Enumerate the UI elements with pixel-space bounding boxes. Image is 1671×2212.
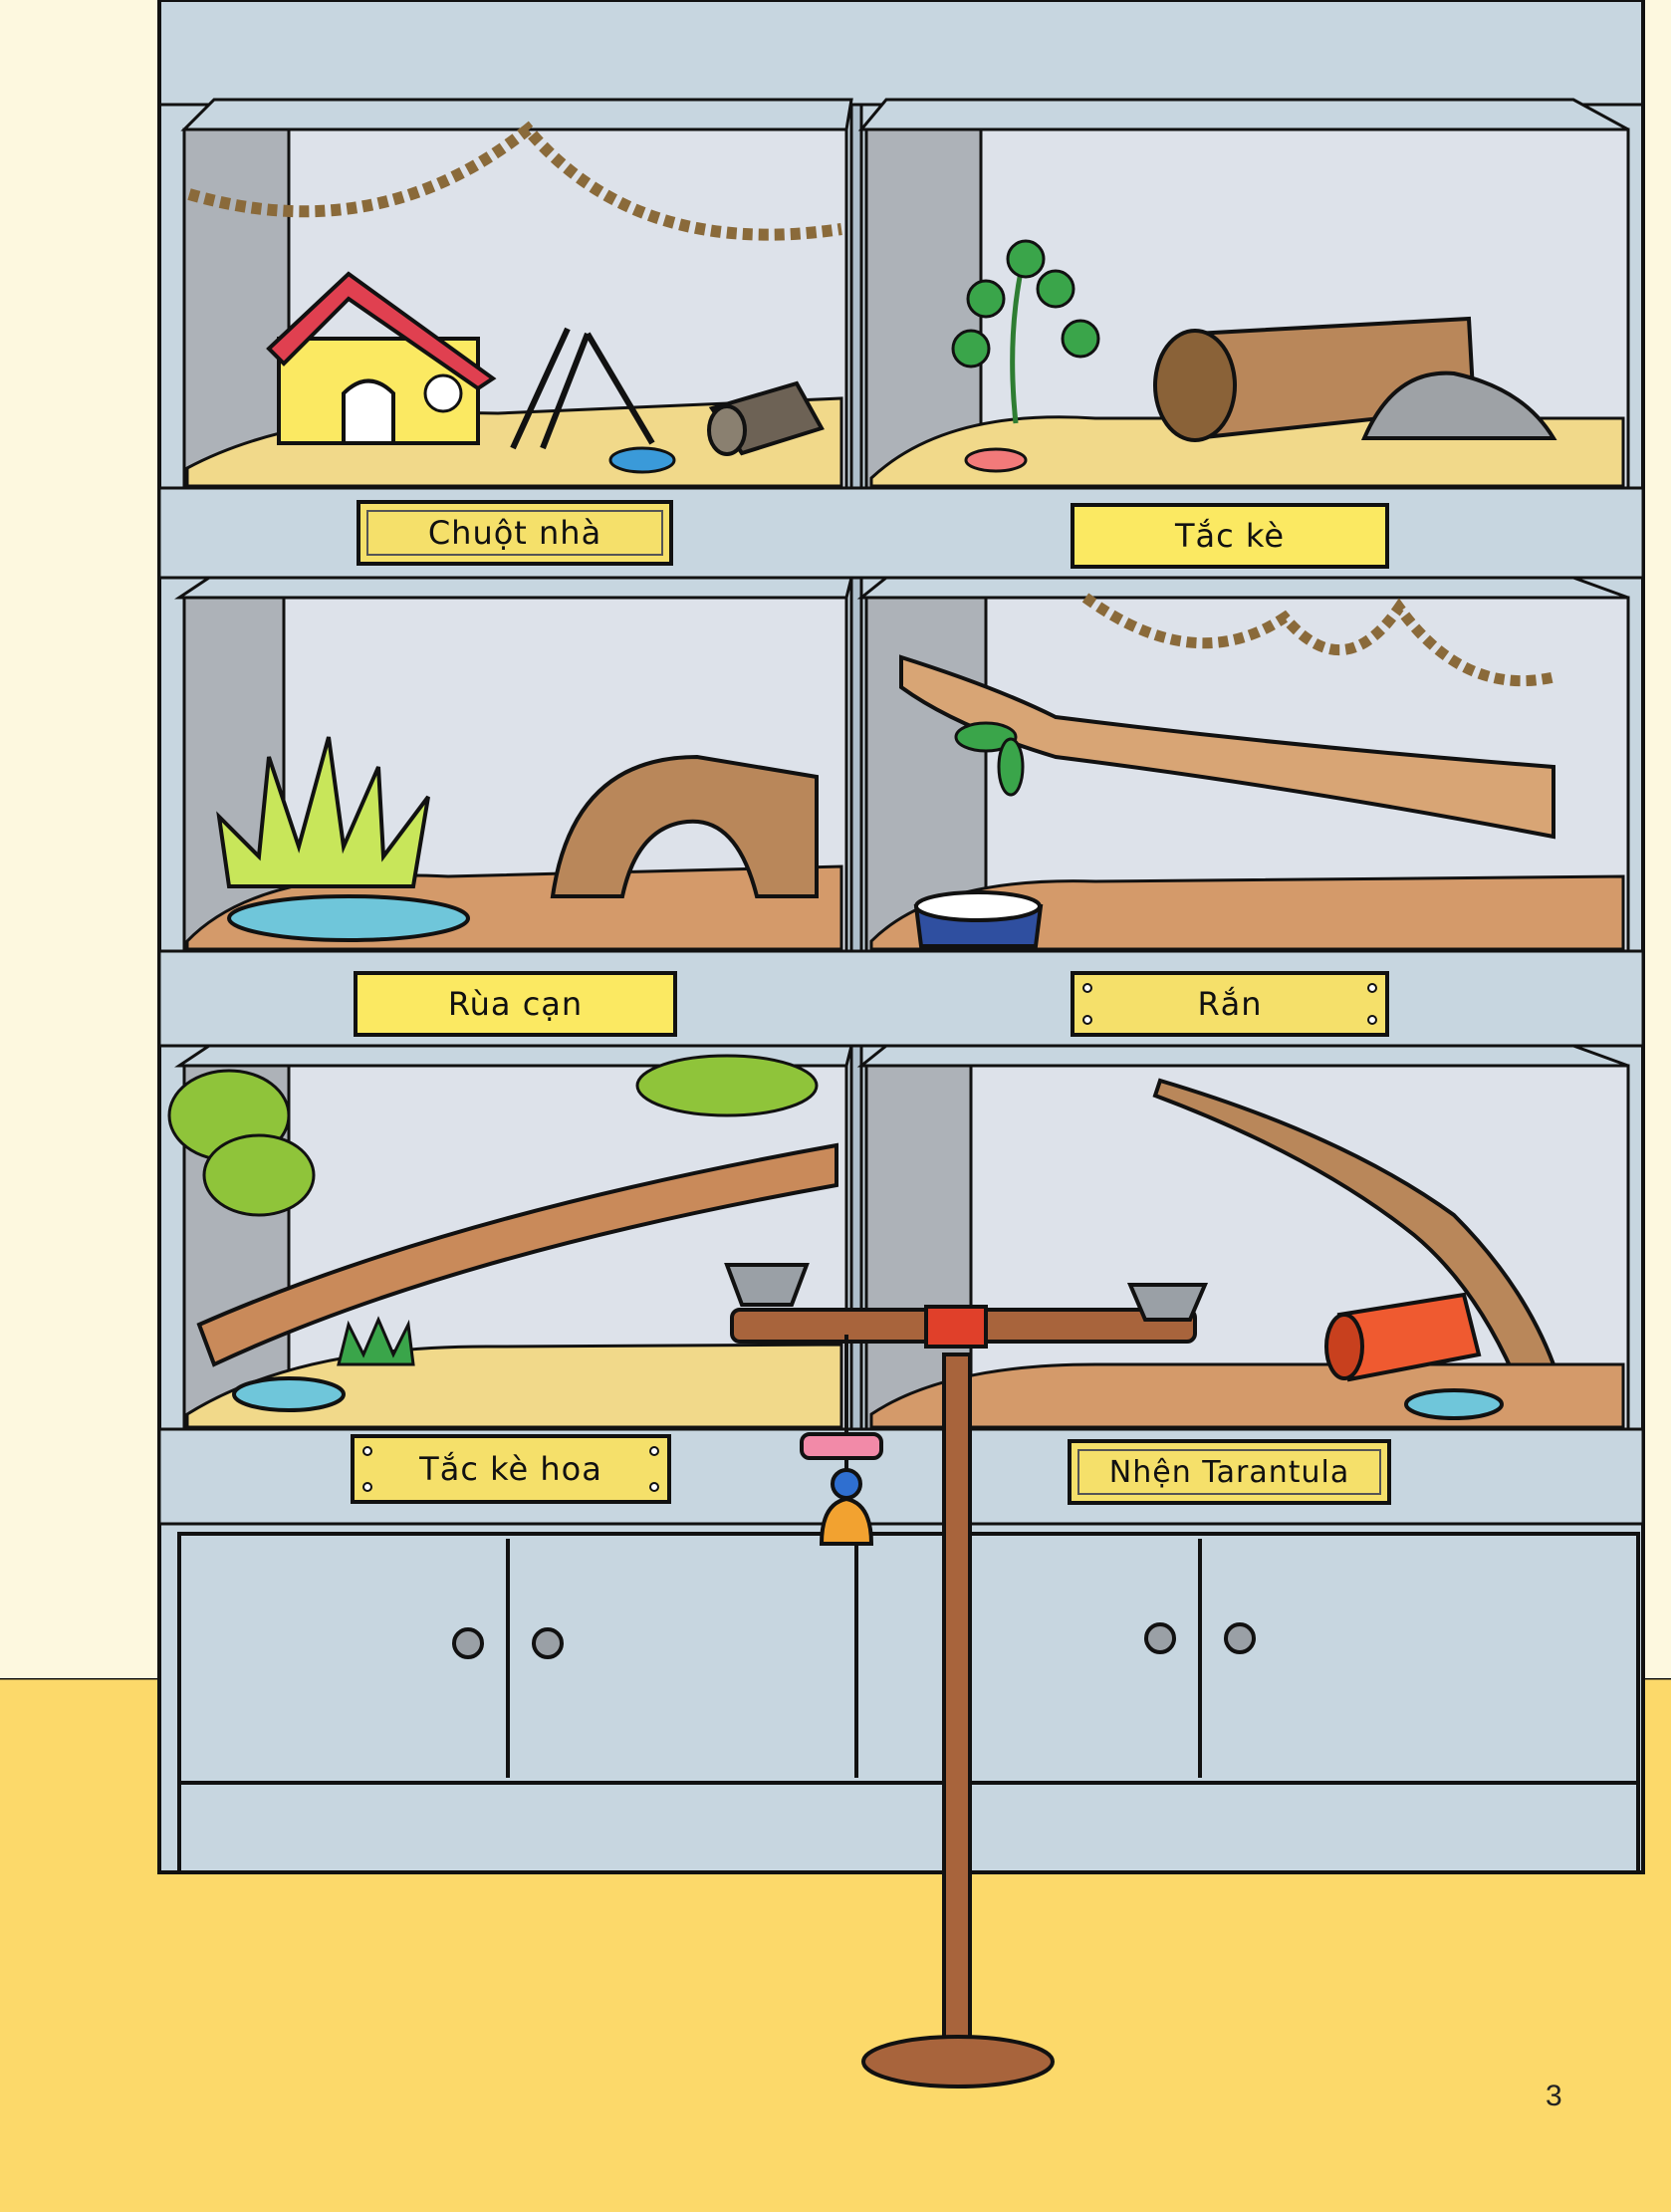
enclosure-label-text: Chuột nhà [427,514,602,552]
enclosure-gecko [857,98,1630,490]
page-number: 3 [1546,2080,1562,2112]
enclosure-hamster [180,98,853,490]
grass-icon [216,736,430,888]
enclosure-label-tarantula: Nhện Tarantula [1068,1439,1391,1505]
water-bowl-icon [913,890,1044,948]
bell-toy-icon [800,1335,883,1546]
enclosure-label-text: Rắn [1197,985,1263,1023]
enclosure-tarantula [856,1044,1630,1431]
leaves-icon [167,1054,819,1217]
knob-icon [1144,1622,1176,1654]
branch-icon [899,654,1555,840]
seed-cup-icon [1126,1283,1209,1322]
cupboards [177,1532,1640,1874]
seed-cup-icon [724,1263,810,1307]
bird-perch-stand [724,1263,1209,2089]
enclosure-label-gecko: Tắc kè [1071,503,1389,569]
enclosure-snake [856,576,1630,953]
turtle-hide-icon [550,754,819,898]
knob-icon [1224,1622,1256,1654]
enclosure-label-text: Tắc kè hoa [419,1450,602,1488]
enclosure-label-hamster: Chuột nhà [357,500,673,566]
tunnel-icon [707,380,825,456]
ladder-icon [510,327,655,450]
enclosure-label-text: Rùa cạn [447,985,584,1023]
enclosure-label-text: Tắc kè [1175,517,1285,555]
plant-icon [951,239,1100,424]
enclosure-chameleon [167,1044,853,1431]
tube-icon [1324,1292,1482,1382]
enclosure-label-tortoise: Rùa cạn [354,971,677,1037]
enclosure-tortoise [174,576,853,953]
knob-icon [532,1627,564,1659]
hamster-house-icon [266,271,497,445]
enclosure-label-text: Nhện Tarantula [1108,1454,1350,1490]
enclosure-label-snake: Rắn [1071,971,1389,1037]
knob-icon [452,1627,484,1659]
enclosure-label-chameleon: Tắc kè hoa [351,1434,671,1504]
